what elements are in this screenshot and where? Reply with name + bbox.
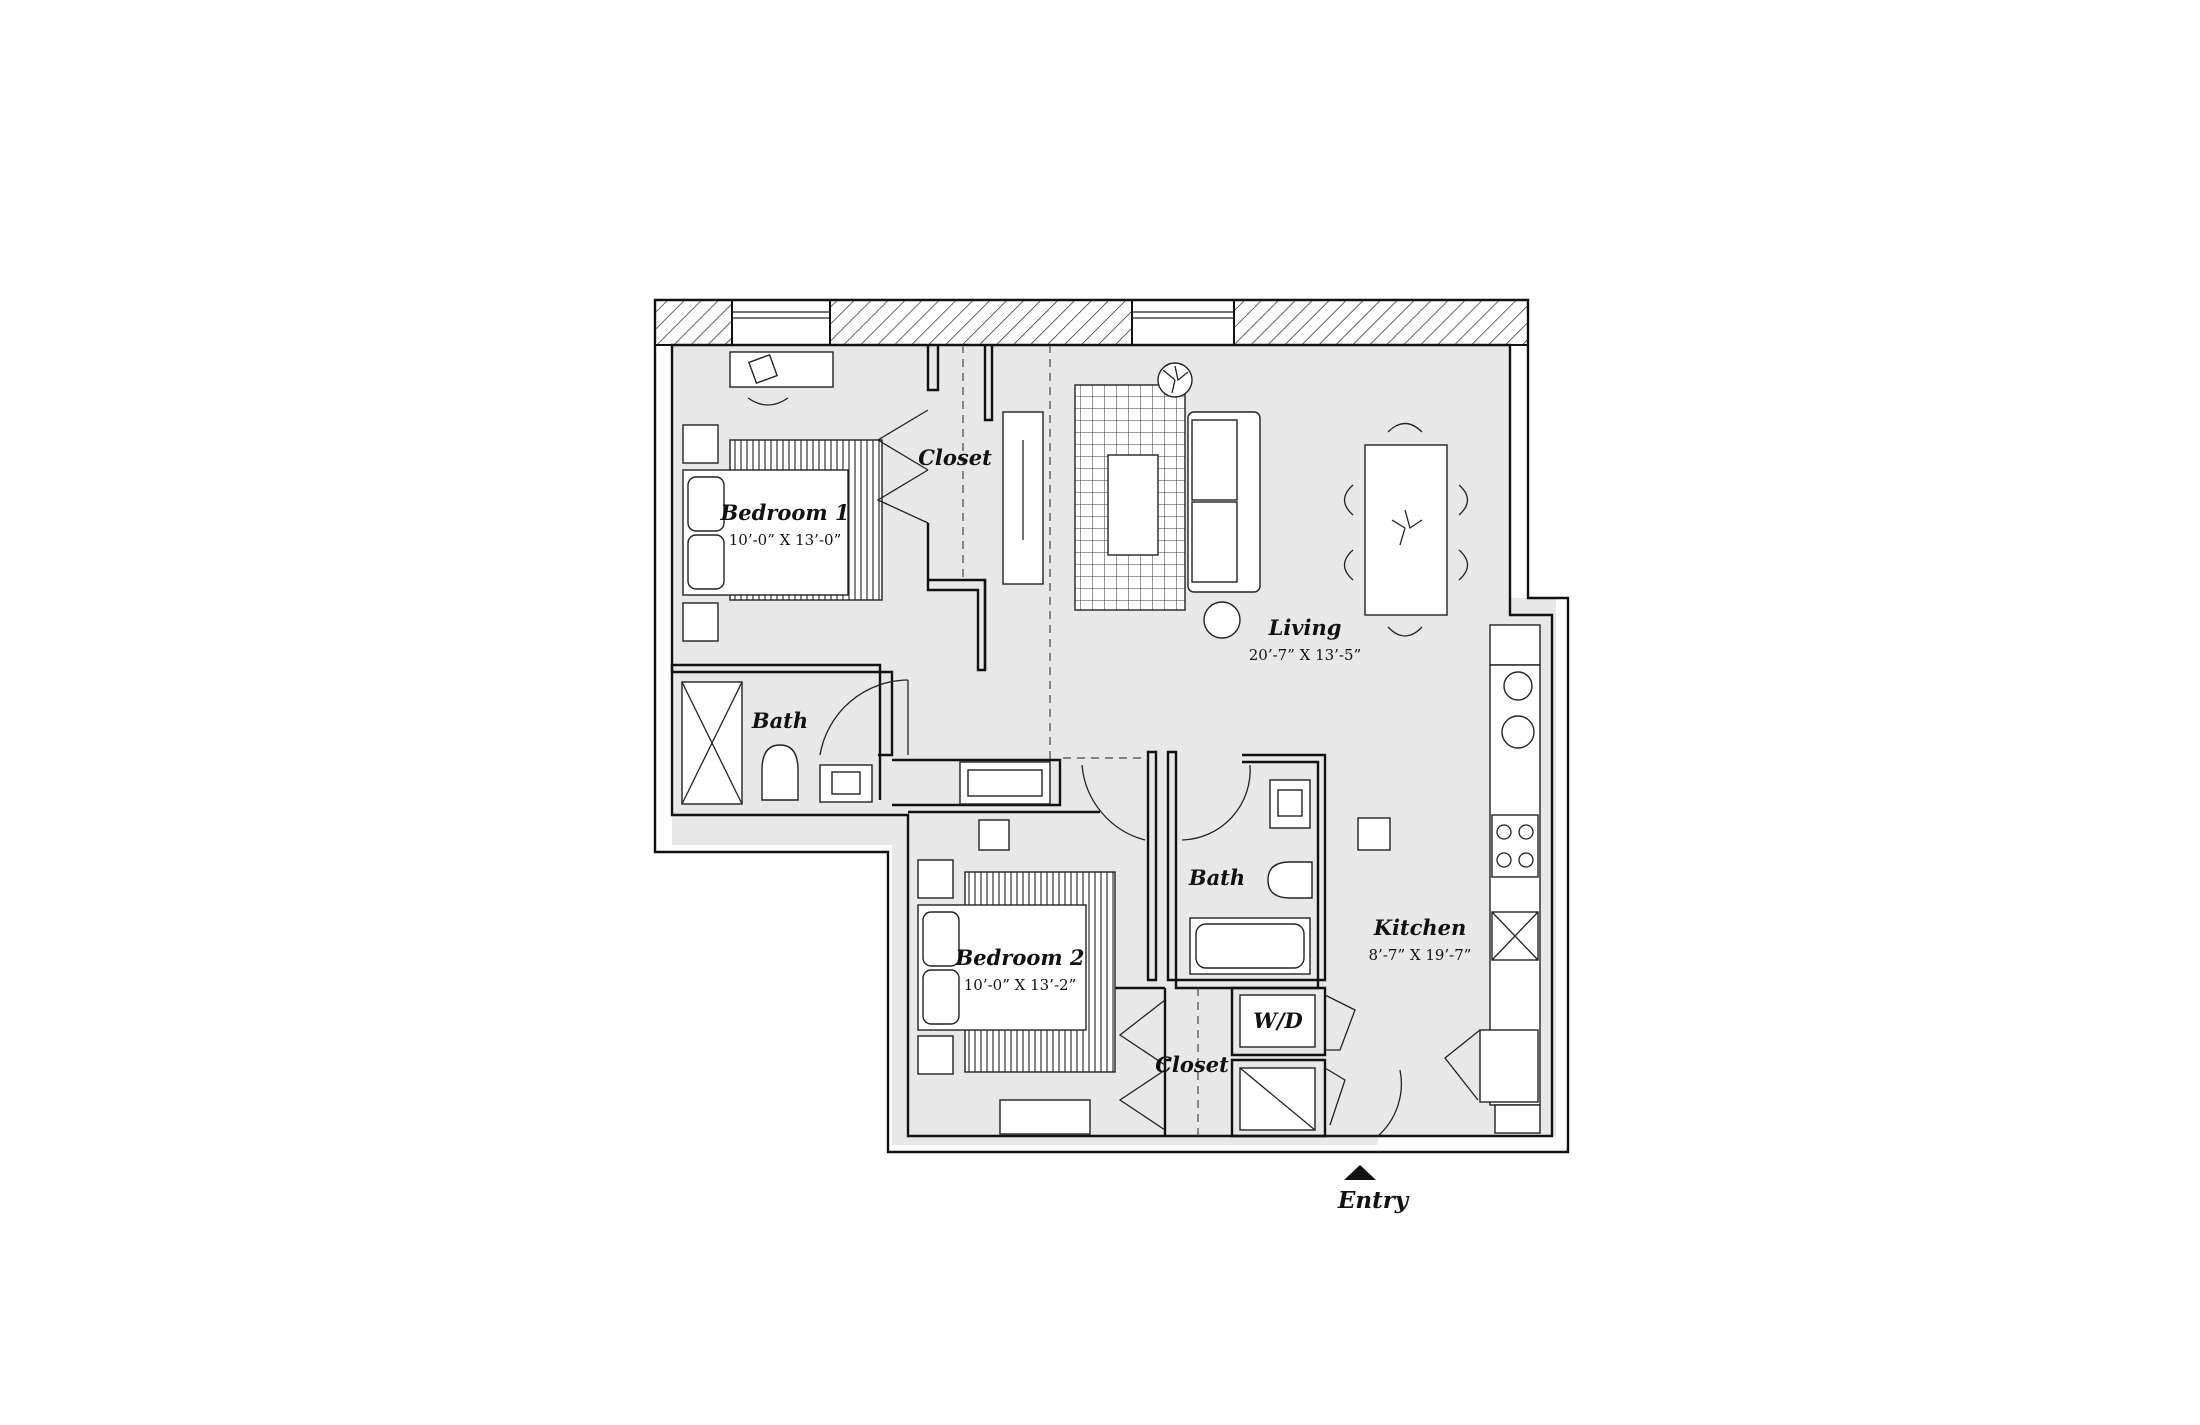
centerpiece — [1391, 509, 1423, 546]
washer-dryer — [1239, 994, 1316, 1048]
interior-walls — [670, 345, 1327, 1138]
window — [732, 311, 830, 319]
bathtub — [1195, 923, 1305, 969]
pantry — [1494, 1104, 1541, 1134]
sofa — [1191, 501, 1238, 583]
floor-area — [672, 345, 1556, 1145]
room-dims-bedroom-2: 10’-0” X 13’-2” — [964, 976, 1077, 994]
nightstand — [917, 1035, 954, 1075]
toilet — [761, 744, 799, 801]
sofa — [1191, 419, 1238, 501]
closet-door — [876, 409, 929, 524]
door-swing — [819, 679, 909, 756]
burner — [1496, 824, 1534, 868]
chair — [748, 354, 778, 384]
nightstand — [682, 424, 719, 464]
room-label-bath-1: Bath — [751, 708, 808, 733]
room-dims-kitchen: 8’-7” X 19’-7” — [1369, 946, 1472, 964]
nightstand — [682, 602, 719, 642]
dining-table — [1364, 444, 1448, 616]
wall-segment-hatched — [654, 299, 733, 346]
storage — [1239, 1067, 1316, 1131]
column — [978, 819, 1010, 851]
entry-label: Entry — [1337, 1187, 1410, 1214]
room-label-bedroom-1: Bedroom 1 — [719, 500, 849, 525]
vanity-sink — [831, 771, 861, 795]
radiator — [967, 769, 1043, 797]
room-dims-bedroom-1: 10’-0” X 13’-0” — [729, 531, 842, 549]
bed — [682, 439, 883, 601]
wall-segment-hatched — [829, 299, 1133, 346]
cooktop — [1501, 715, 1535, 749]
side-table — [1203, 601, 1241, 639]
sink — [1503, 671, 1533, 701]
room-label-living: Living — [1268, 615, 1342, 640]
range — [1491, 814, 1539, 878]
door-swing — [1081, 764, 1146, 841]
outer-wall-inner-line — [670, 343, 1554, 1138]
wall-segment-hatched — [1233, 299, 1529, 346]
dining-chair — [1343, 422, 1469, 637]
room-label-washer-dryer: W/D — [1253, 1008, 1303, 1033]
column — [1357, 817, 1391, 851]
closet-door — [1118, 999, 1166, 1131]
door — [1324, 994, 1356, 1051]
chair — [747, 397, 789, 406]
entry-arrow-icon — [1344, 1165, 1376, 1180]
rug — [1074, 384, 1186, 611]
window — [1132, 311, 1234, 319]
coffee-table — [1107, 454, 1159, 556]
outer-wall-outer-line — [653, 298, 1570, 1154]
room-label-bedroom-2: Bedroom 2 — [954, 945, 1084, 970]
bed — [917, 871, 1116, 1073]
vanity-sink — [1277, 789, 1303, 817]
room-label-closet-1: Closet — [918, 445, 992, 470]
refrigerator — [1479, 1029, 1539, 1103]
toilet — [1267, 861, 1313, 899]
dresser — [999, 1099, 1091, 1135]
door-swing — [1377, 1069, 1403, 1137]
door — [1444, 1029, 1481, 1101]
room-label-kitchen: Kitchen — [1373, 915, 1467, 940]
kitchen-sink — [1491, 911, 1539, 961]
plant — [1162, 365, 1189, 394]
door — [1324, 1067, 1346, 1126]
nightstand — [917, 859, 954, 899]
desk — [729, 351, 834, 388]
room-dims-living: 20’-7” X 13’-5” — [1249, 646, 1362, 664]
cabinet — [1489, 624, 1541, 666]
room-label-closet-2: Closet — [1155, 1052, 1229, 1077]
door-swing — [1181, 764, 1251, 841]
shower — [681, 681, 743, 805]
room-label-bath-2: Bath — [1188, 865, 1245, 890]
